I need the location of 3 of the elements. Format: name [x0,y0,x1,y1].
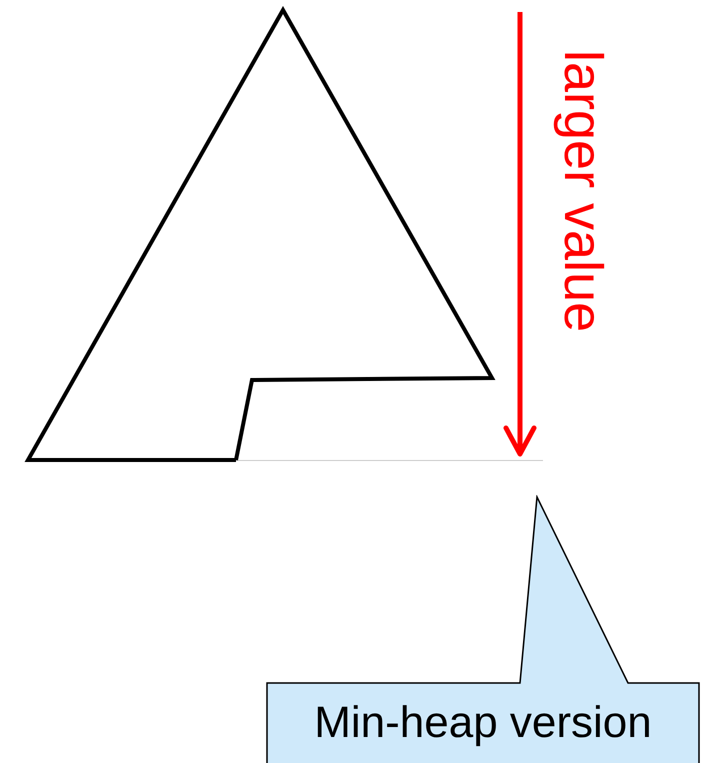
direction-label: larger value [556,50,610,332]
callout-box [266,495,700,763]
callout-text: Min-heap version [314,698,652,748]
